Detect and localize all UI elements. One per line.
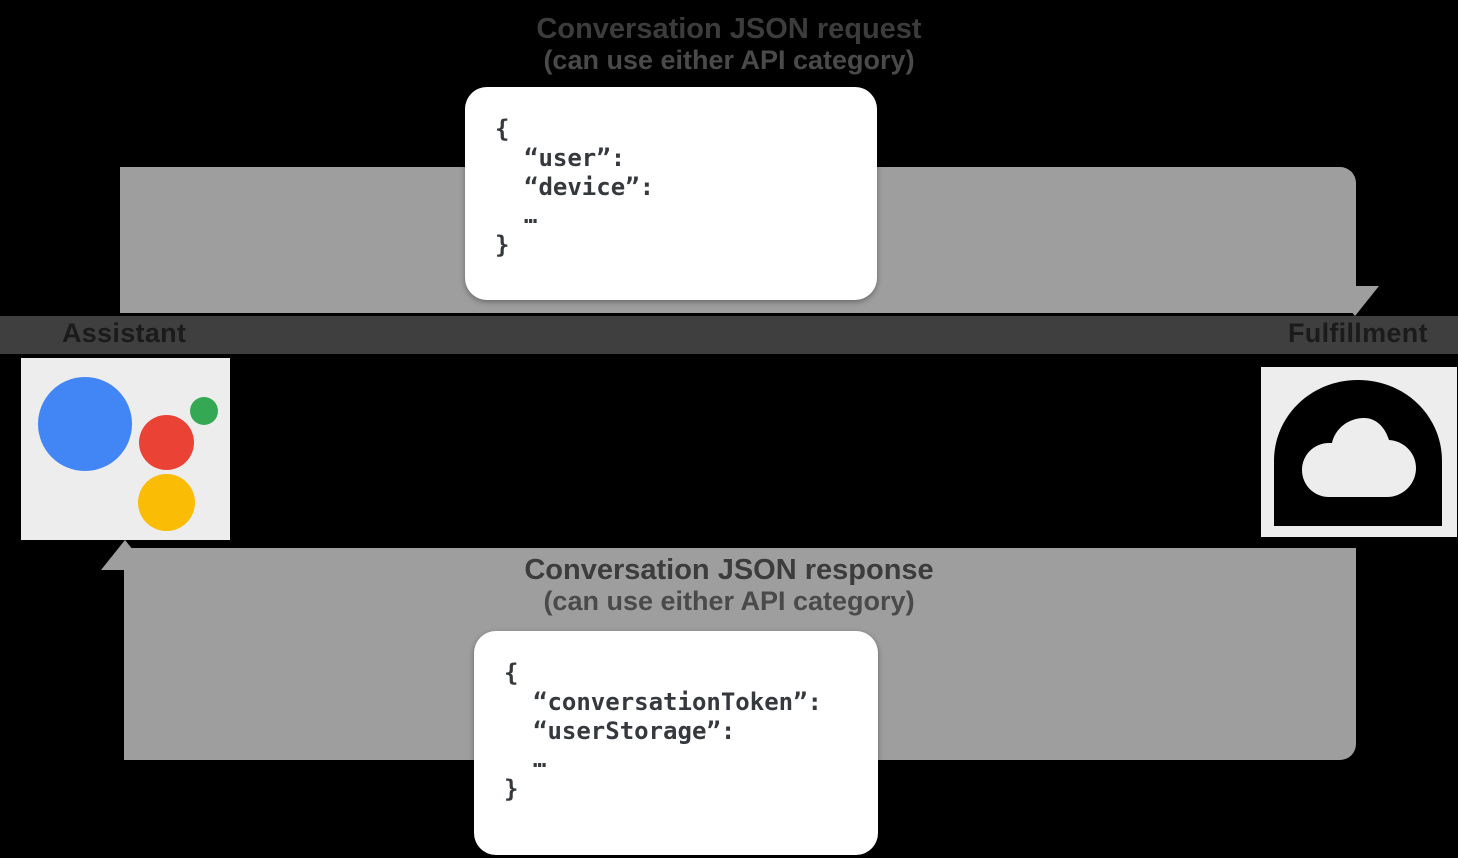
center-rail xyxy=(0,316,1458,354)
response-flow-heading: Conversation JSON response xyxy=(524,554,934,586)
fulfillment-label: Fulfillment xyxy=(1288,318,1428,348)
response-json-ellipsis: … xyxy=(533,748,548,773)
response-arrow-head-icon xyxy=(101,540,149,570)
google-assistant-icon-green-dot xyxy=(190,397,218,425)
google-assistant-icon-red-dot xyxy=(139,415,194,470)
response-flow-subheading: (can use either API category) xyxy=(543,586,915,617)
request-flow-heading: Conversation JSON request xyxy=(536,13,922,45)
request-json-close-brace: } xyxy=(495,231,510,259)
response-json-close-brace: } xyxy=(504,775,519,803)
google-assistant-icon-yellow-dot xyxy=(138,474,195,531)
response-flow-caption: Conversation JSON response (can use eith… xyxy=(0,555,1458,619)
request-json-card: { “user”: “device”: … } xyxy=(465,87,877,300)
request-json-key-device: “device”: xyxy=(524,173,655,201)
cloud-fulfillment-icon xyxy=(1274,380,1442,526)
request-json-key-user: “user”: xyxy=(524,144,626,172)
response-json-key-conversation-token: “conversationToken”: xyxy=(533,688,822,716)
request-json-open-brace: { xyxy=(495,115,510,143)
assistant-label: Assistant xyxy=(62,318,187,348)
request-json-ellipsis: … xyxy=(524,204,539,229)
google-assistant-icon-blue-dot xyxy=(38,377,132,471)
request-flow-subheading: (can use either API category) xyxy=(543,45,915,76)
request-arrow-head-icon xyxy=(1331,286,1379,316)
request-flow-caption: Conversation JSON request (can use eithe… xyxy=(0,14,1458,78)
response-json-open-brace: { xyxy=(504,659,519,687)
response-json-card: { “conversationToken”: “userStorage”: … … xyxy=(474,631,878,855)
response-json-key-user-storage: “userStorage”: xyxy=(533,717,736,745)
